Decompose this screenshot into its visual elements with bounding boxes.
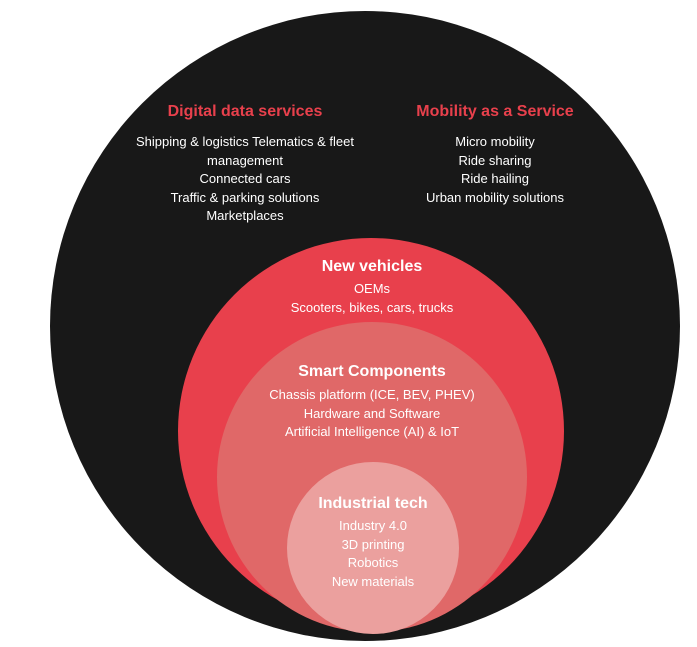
list-item: Ride hailing — [461, 171, 529, 186]
list-item: Traffic & parking solutions — [170, 189, 320, 205]
industrial-tech-section: Industrial tech Industry 4.0 3D printing… — [292, 494, 454, 591]
list-item: Robotics — [347, 555, 399, 570]
list-item: Industry 4.0 — [339, 518, 407, 533]
mobility-as-a-service-section: Mobility as a Service Micro mobility Rid… — [395, 102, 595, 207]
smart-components-section: Smart Components Chassis platform (ICE, … — [232, 362, 512, 442]
new-vehicles-section: New vehicles OEMs Scooters, bikes, cars,… — [232, 257, 512, 317]
list-item: management — [207, 152, 283, 168]
list-item: 3D printing — [341, 536, 405, 552]
digital-data-services-list: Shipping & logistics Telematics & fleet … — [115, 133, 375, 226]
smart-components-list: Chassis platform (ICE, BEV, PHEV) Hardwa… — [232, 386, 512, 442]
industrial-tech-list: Industry 4.0 3D printing Robotics New ma… — [292, 517, 454, 591]
list-item: Connected cars — [199, 171, 291, 186]
list-item: Marketplaces — [206, 208, 284, 223]
digital-data-services-section: Digital data services Shipping & logisti… — [115, 102, 375, 226]
list-item: Artificial Intelligence (AI) & IoT — [284, 424, 460, 439]
mobility-as-a-service-list: Micro mobility Ride sharing Ride hailing… — [395, 133, 595, 207]
mobility-as-a-service-title: Mobility as a Service — [416, 103, 574, 120]
list-item: New materials — [331, 573, 415, 589]
new-vehicles-list: OEMs Scooters, bikes, cars, trucks — [232, 280, 512, 317]
new-vehicles-title: New vehicles — [321, 258, 423, 275]
digital-data-services-title: Digital data services — [167, 103, 323, 120]
list-item: Urban mobility solutions — [425, 189, 564, 205]
list-item: OEMs — [353, 281, 391, 296]
list-item: Shipping & logistics Telematics & fleet — [136, 134, 354, 149]
industrial-tech-circle — [287, 462, 459, 634]
list-item: Micro mobility — [455, 134, 535, 149]
smart-components-title: Smart Components — [298, 363, 446, 380]
list-item: Hardware and Software — [303, 405, 441, 421]
list-item: Chassis platform (ICE, BEV, PHEV) — [269, 387, 475, 402]
list-item: Scooters, bikes, cars, trucks — [290, 299, 454, 315]
industrial-tech-title: Industrial tech — [318, 495, 428, 512]
list-item: Ride sharing — [458, 152, 532, 168]
